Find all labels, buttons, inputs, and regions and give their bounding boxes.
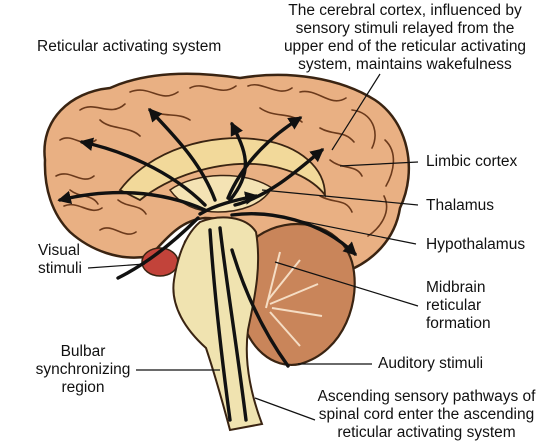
label-cerebral-cortex: The cerebral cortex, influenced by senso… (260, 2, 550, 74)
label-ascending-line-2: spinal cord enter the ascending (318, 406, 535, 423)
label-thalamus: Thalamus (426, 197, 495, 214)
visual-input-line (116, 216, 200, 280)
label-visual-stimuli-line-2: stimuli (38, 260, 82, 277)
label-limbic-cortex: Limbic cortex (426, 153, 518, 170)
label-ascending-line-1: Ascending sensory pathways of (317, 388, 536, 405)
spinal-pathway-2 (218, 226, 248, 422)
arrow-vertex-left (148, 107, 217, 202)
label-ascending-line-3: reticular activating system (337, 424, 516, 441)
label-hypothalamus: Hypothalamus (426, 236, 526, 253)
leader-lines (87, 73, 419, 421)
label-cerebral-cortex-line-3: upper end of the reticular activating (283, 38, 527, 55)
label-midbrain-line-2: reticular (426, 297, 482, 314)
label-reticular-activating-system: Reticular activating system (37, 38, 222, 55)
spinal-pathway-1 (208, 228, 232, 422)
auditory-input-line (230, 248, 290, 368)
label-cerebral-cortex-line-1: The cerebral cortex, influenced by (288, 2, 522, 19)
label-bulbar-line-1: Bulbar (60, 343, 106, 360)
cerebral-cortex (43, 72, 411, 275)
arrow-vertex-right (226, 116, 303, 200)
label-midbrain-reticular-formation: Midbrain reticular formation (426, 279, 491, 333)
label-bulbar-line-2: synchronizing (35, 361, 131, 378)
label-cerebral-cortex-line-4: system, maintains wakefulness (298, 56, 512, 73)
label-midbrain-line-3: formation (426, 315, 491, 332)
arrow-parietal (228, 121, 247, 202)
label-bulbar-synchronizing-region: Bulbar synchronizing region (28, 343, 138, 397)
limbic-cortex (118, 137, 326, 202)
label-visual-stimuli: Visual stimuli (38, 242, 82, 278)
arrow-thalamic (198, 191, 259, 216)
label-cerebral-cortex-line-2: sensory stimuli relayed from the (295, 20, 515, 37)
label-bulbar-line-3: region (61, 379, 105, 396)
label-visual-stimuli-line-1: Visual (38, 242, 80, 259)
arbor-vitae (265, 251, 323, 347)
arrow-frontal-lower (57, 190, 207, 212)
label-auditory-stimuli: Auditory stimuli (378, 355, 484, 372)
label-ascending-sensory-pathways: Ascending sensory pathways of spinal cor… (300, 388, 553, 442)
label-midbrain-line-1: Midbrain (426, 279, 486, 296)
arrow-frontal-upper (79, 137, 207, 207)
